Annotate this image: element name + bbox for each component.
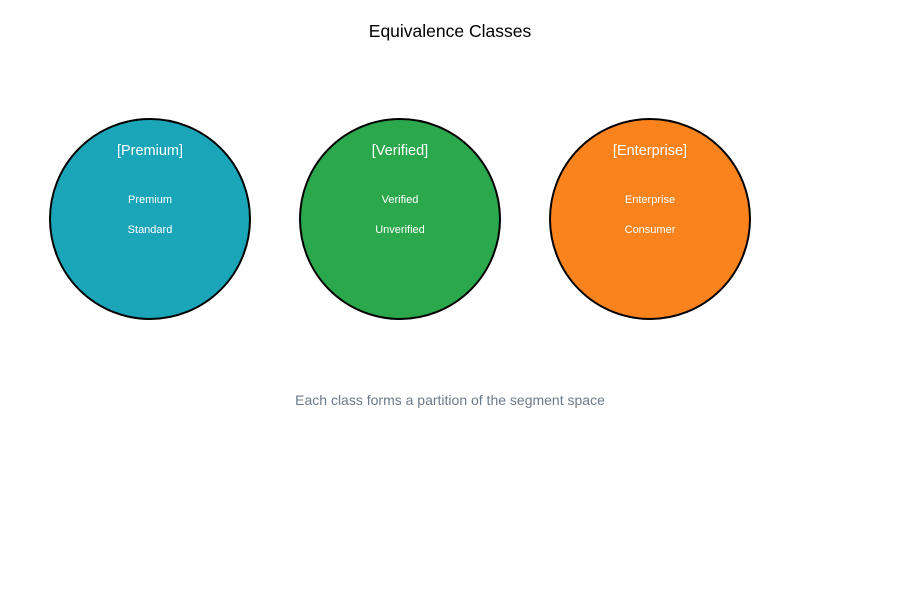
class-item: Enterprise [624,194,676,206]
class-label: [Enterprise] [612,143,688,159]
class-item: Unverified [375,224,425,236]
diagram-caption: Each class forms a partition of the segm… [295,392,605,408]
class-circle-premium: [Premium] Premium Standard [49,118,251,320]
class-circle-verified: [Verified] Verified Unverified [299,118,501,320]
class-item: Standard [127,224,173,236]
class-item: Premium [127,194,172,206]
class-item: Consumer [624,224,676,236]
class-label: [Verified] [371,143,429,159]
class-label: [Premium] [116,143,184,159]
class-circle-enterprise: [Enterprise] Enterprise Consumer [549,118,751,320]
class-item: Verified [381,194,419,206]
diagram-title: Equivalence Classes [368,21,532,41]
